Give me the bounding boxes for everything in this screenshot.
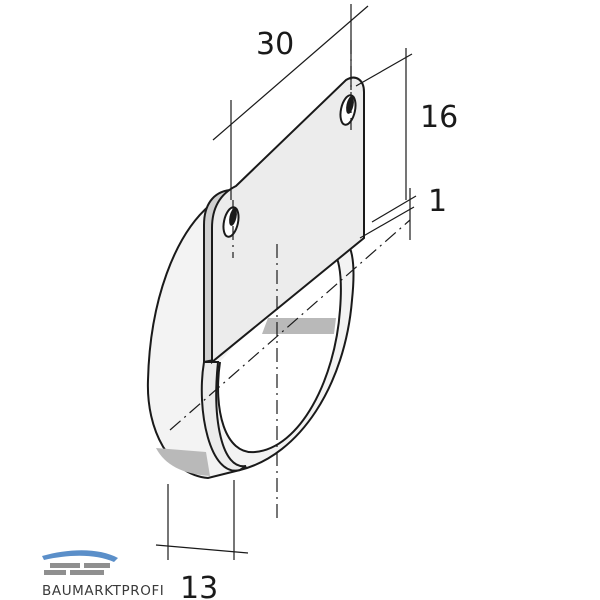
mounting-plate xyxy=(203,76,365,365)
dimension-lines xyxy=(155,4,417,560)
logo-text: BAUMARKTPROFI xyxy=(42,583,164,599)
dimension-labels: 30 16 1 13 xyxy=(180,27,458,600)
logo-roof-mark xyxy=(42,550,118,562)
ring-shade-lower xyxy=(156,448,210,476)
dim-width-label: 30 xyxy=(256,27,294,62)
ring-inner-edge xyxy=(217,248,342,454)
logo-brick-4 xyxy=(70,570,104,575)
ring-front-lip xyxy=(200,361,247,472)
ring-shade-inner xyxy=(262,318,336,334)
dim-thickness-label: 1 xyxy=(428,184,447,219)
dim-height-label: 16 xyxy=(420,100,458,135)
screw-hole-bottom-inner xyxy=(229,208,237,226)
dim-width-line xyxy=(212,5,369,141)
logo-brick-2 xyxy=(84,563,110,568)
center-line-diagonal xyxy=(169,219,411,431)
logo-brick-1 xyxy=(50,563,80,568)
logo-brick-3 xyxy=(44,570,66,575)
plate-face xyxy=(211,76,365,365)
dim-depth-line xyxy=(155,544,249,554)
screw-hole-top-inner xyxy=(346,96,354,114)
dim-thickness-ext xyxy=(371,195,417,223)
dim-depth-label: 13 xyxy=(180,571,218,600)
dim-height-ext-top xyxy=(355,53,413,87)
brand-logo: BAUMARKTPROFI xyxy=(42,550,164,599)
dim-height-ext-bottom xyxy=(359,206,415,239)
